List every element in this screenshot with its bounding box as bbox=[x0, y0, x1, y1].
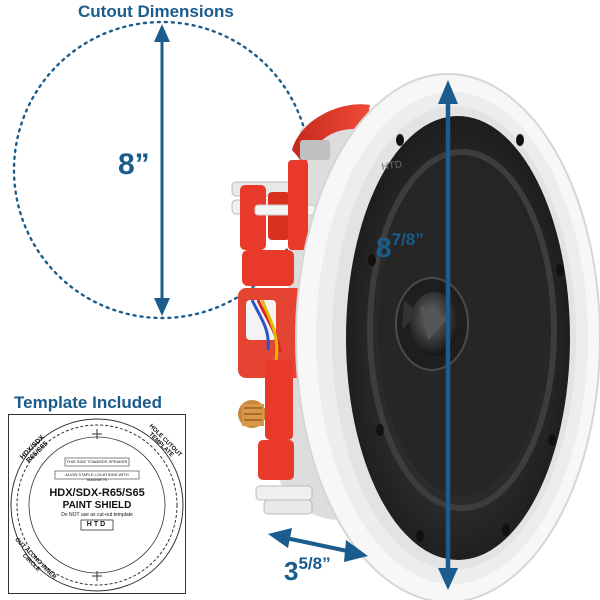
screw-holes bbox=[368, 134, 564, 542]
tweeter bbox=[395, 277, 469, 371]
template-paint-shield: PAINT SHIELD bbox=[62, 500, 132, 511]
template-top-note: THIS SIDE TOWARDS SPEAKER bbox=[66, 459, 128, 464]
speaker-diameter-arrow bbox=[438, 80, 458, 590]
template-brand: HTD bbox=[86, 521, 108, 528]
depth-frac: 5/8” bbox=[298, 554, 331, 573]
cutout-dimension-arrow bbox=[154, 24, 170, 316]
speaker-depth-arrow bbox=[268, 528, 368, 562]
diameter-frac: 7/8” bbox=[391, 230, 424, 249]
template-circles bbox=[10, 418, 184, 592]
template-staple-note: ALIGN STAPLE LOCATIONS WITH MAGNETS bbox=[65, 472, 129, 482]
bezel-brand-mark: HTD bbox=[381, 159, 403, 173]
template-do-not-note: Do NOT use as cut-out template bbox=[61, 512, 133, 518]
depth-whole: 3 bbox=[284, 556, 299, 586]
template-card: THIS SIDE TOWARDS SPEAKER ALIGN STAPLE L… bbox=[8, 414, 186, 594]
speaker-depth-label: 35/8” bbox=[284, 554, 331, 587]
diameter-whole: 8 bbox=[376, 232, 392, 263]
cutout-size-label: 8” bbox=[118, 148, 150, 181]
template-model-line: HDX/SDX-R65/S65 bbox=[49, 487, 145, 499]
template-title: Template Included bbox=[14, 393, 162, 412]
cutout-title: Cutout Dimensions bbox=[78, 2, 234, 21]
speaker-diameter-label: 87/8” bbox=[376, 230, 424, 264]
